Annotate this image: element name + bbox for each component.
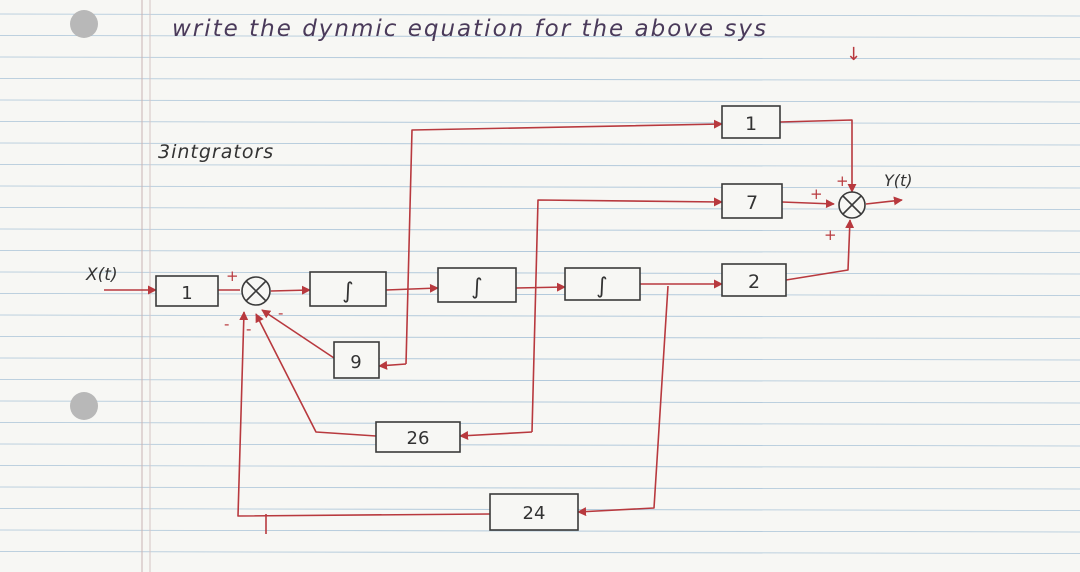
wire-24-to-sum1: [237, 311, 491, 517]
summing-junction-2: [838, 191, 866, 219]
ruled-line: [0, 228, 1080, 232]
sum2-top-sign: +: [836, 172, 849, 190]
wire-2-to-sum2: [785, 219, 855, 281]
block-gain-7-label: 7: [746, 192, 758, 214]
wire-int2-to-int3: [515, 282, 566, 292]
summing-junction-1: [241, 276, 271, 306]
input-signal-label: X(t): [85, 265, 118, 285]
wire-branch-7: [531, 197, 723, 433]
sum1-plus-sign: +: [226, 267, 239, 285]
question-text: write the dynmic equation for the above …: [172, 16, 768, 42]
question-mark: ↓: [846, 44, 861, 65]
ruled-line: [0, 465, 1080, 468]
ruled-line: [0, 78, 1080, 81]
ruled-line: [0, 56, 1080, 60]
ruled-line: [0, 400, 1080, 404]
block-feedback-26: 26: [375, 421, 461, 453]
ruled-line: [0, 185, 1080, 189]
ruled-lines: [0, 13, 1080, 554]
block-integrator-1-label: ∫: [342, 279, 353, 304]
wire-int1-to-int2: [385, 283, 439, 293]
ruled-line: [0, 443, 1080, 447]
signal-wires: [104, 119, 903, 534]
ruled-line: [0, 336, 1080, 339]
block-input-gain-label: 1: [181, 283, 192, 304]
ruled-line: [0, 271, 1080, 275]
sum1-minus-b: -: [246, 320, 251, 338]
wire-7-to-sum2: [781, 199, 835, 209]
ruled-line: [0, 99, 1080, 103]
block-integrator-3: ∫: [564, 267, 641, 301]
block-feedback-9: 9: [333, 341, 380, 379]
binder-hole-bottom: [70, 392, 98, 420]
ruled-line: [0, 142, 1080, 146]
block-integrator-1: ∫: [309, 271, 387, 307]
ruled-line: [0, 529, 1080, 533]
ruled-line: [0, 164, 1080, 167]
ruled-line: [0, 422, 1080, 425]
wire-output: [865, 196, 903, 206]
block-feedback-24: 24: [489, 493, 579, 531]
wire-branch-24: [577, 285, 669, 517]
wire-to-9: [378, 360, 407, 370]
block-feedback-26-label: 26: [407, 428, 430, 449]
block-gain-2-label: 2: [748, 271, 760, 293]
block-integrator-2: ∫: [437, 267, 517, 303]
block-input-gain: 1: [155, 275, 219, 307]
wire-26-to-sum1: [255, 313, 377, 437]
sum1-minus-c: -: [278, 304, 283, 322]
ruled-line: [0, 379, 1080, 382]
wire-to-26: [459, 431, 533, 441]
ruled-line: [0, 13, 1080, 17]
sum1-minus-a: -: [224, 315, 229, 333]
wire-sum1-to-int1: [270, 285, 311, 295]
binder-hole-top: [70, 10, 98, 38]
integrators-note: 3intgrators: [158, 141, 274, 163]
ruled-line: [0, 357, 1080, 361]
block-gain-2: 2: [721, 263, 787, 297]
block-feedback-24-label: 24: [523, 503, 546, 524]
sum2-left-sign: +: [810, 185, 823, 203]
ruled-line: [0, 121, 1080, 124]
block-integrator-3-label: ∫: [596, 274, 607, 299]
block-feedback-9-label: 9: [350, 352, 361, 373]
ruled-line: [0, 551, 1080, 554]
ruled-line: [0, 207, 1080, 210]
sum2-bottom-sign: +: [824, 226, 837, 244]
blocks: 1 ∫ ∫ ∫ 1 7 2 9: [155, 105, 787, 531]
wire-branch-top: [405, 119, 723, 365]
ruled-line: [0, 314, 1080, 318]
block-gain-7: 7: [721, 183, 783, 219]
output-signal-label: Y(t): [884, 171, 913, 190]
wire-9-to-sum1: [261, 309, 335, 359]
ruled-line: [0, 250, 1080, 253]
block-gain-top: 1: [721, 105, 781, 139]
block-integrator-2-label: ∫: [471, 275, 482, 300]
ruled-line: [0, 35, 1080, 38]
ruled-line: [0, 486, 1080, 490]
wire-gain1-to-sum2: [779, 119, 857, 193]
block-gain-top-label: 1: [745, 113, 757, 135]
